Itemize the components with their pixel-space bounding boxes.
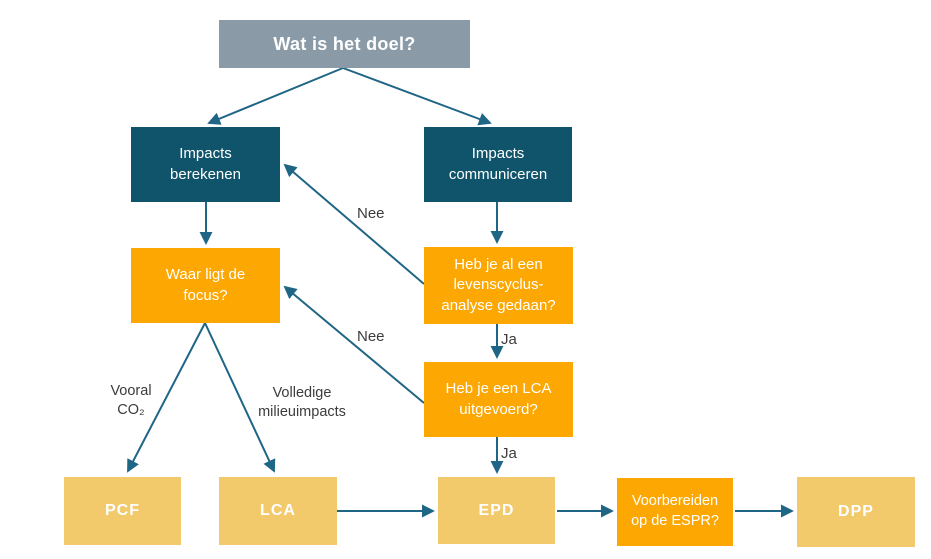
edge-label-nee-levenscyclus: Nee [357,205,385,222]
node-goal: Wat is het doel? [219,20,470,68]
node-epd: EPD [438,477,555,544]
edge-label-vooral-co2: Vooral CO₂ [110,383,152,418]
node-lca-uitgevoerd-vraag: Heb je een LCA uitgevoerd? [424,362,573,437]
node-dpp: DPP [797,477,915,547]
node-lca: LCA [219,477,337,545]
edge-label-ja-levenscyclus: Ja [501,331,517,348]
node-levenscyclus-vraag: Heb je al een levenscyclus- analyse geda… [424,247,573,324]
node-pcf: PCF [64,477,181,545]
node-waar-ligt-focus: Waar ligt de focus? [131,248,280,323]
node-impacts-communiceren: Impacts communiceren [424,127,572,202]
node-impacts-berekenen: Impacts berekenen [131,127,280,202]
arrow-goal-to-communiceren [342,67,492,126]
arrow-goal-to-berekenen [207,67,344,125]
edge-label-volledige-milieuimpacts: Volledige milieuimpacts [258,385,346,420]
edge-label-ja-lca: Ja [501,445,517,462]
edge-label-nee-lca: Nee [357,328,385,345]
arrow-nee-levenscyclus-to-berekenen [283,163,425,285]
node-voorbereiden-espr: Voorbereiden op de ESPR? [617,478,733,546]
